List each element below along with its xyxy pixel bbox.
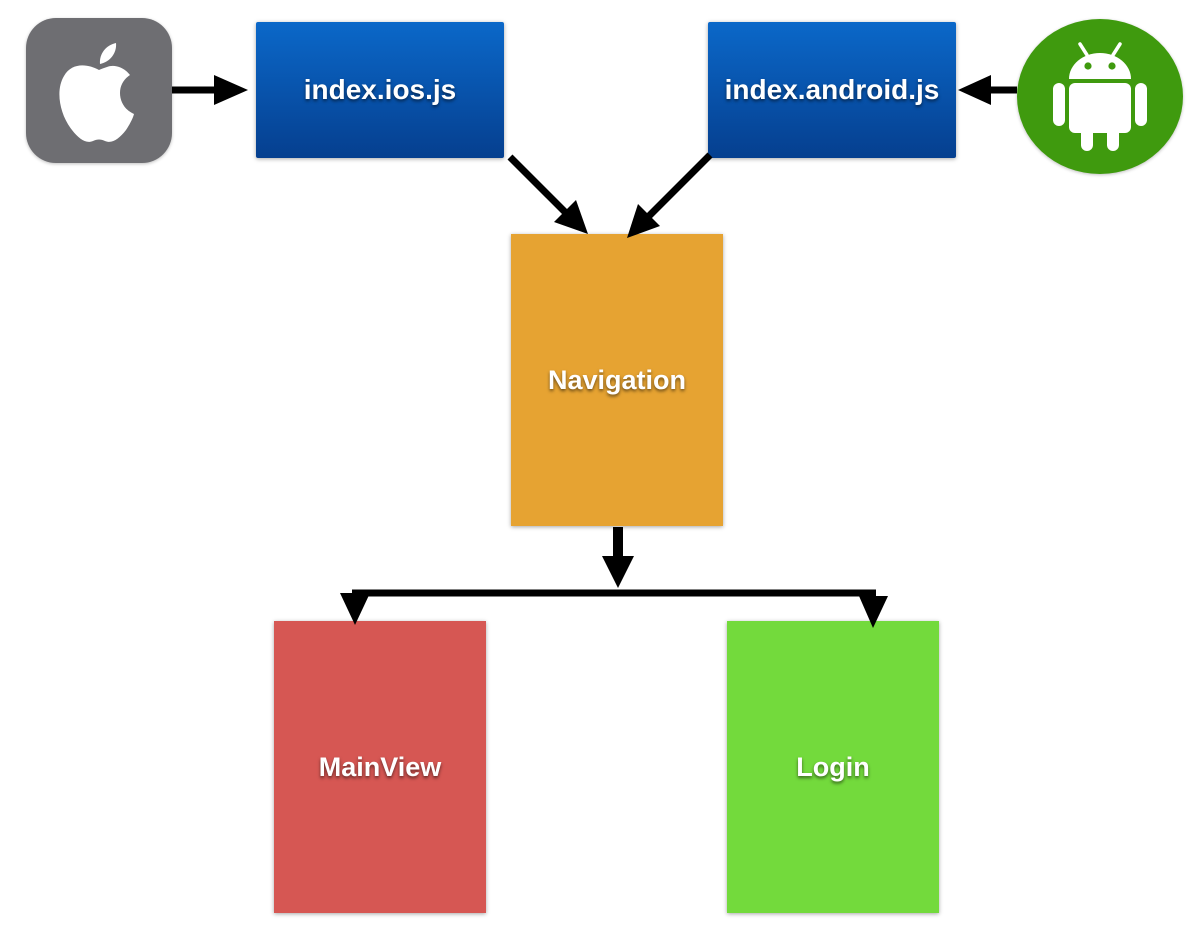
node-navigation: Navigation — [511, 234, 723, 526]
node-index-android-label: index.android.js — [724, 74, 940, 105]
node-login-label: Login — [796, 751, 870, 782]
arrow-navigation-to-split — [602, 527, 634, 588]
arrow-android-to-navigation — [627, 152, 713, 238]
apple-logo-tile — [26, 18, 172, 163]
node-index-ios: index.ios.js — [256, 22, 504, 158]
arrow-to-login — [859, 596, 888, 628]
node-mainview-label: MainView — [318, 751, 442, 782]
android-robot-icon — [1053, 42, 1147, 151]
node-mainview: MainView — [274, 621, 486, 913]
arrow-apple-to-ios — [172, 75, 248, 105]
arrow-android-logo-to-android — [958, 75, 1017, 105]
node-navigation-label: Navigation — [547, 364, 687, 395]
node-login: Login — [727, 621, 939, 913]
android-logo-circle — [1017, 19, 1183, 174]
arrow-ios-to-navigation — [507, 154, 588, 234]
arrow-to-mainview — [340, 593, 370, 625]
node-index-ios-label: index.ios.js — [303, 74, 457, 105]
node-index-android: index.android.js — [708, 22, 956, 158]
apple-icon — [59, 43, 134, 142]
